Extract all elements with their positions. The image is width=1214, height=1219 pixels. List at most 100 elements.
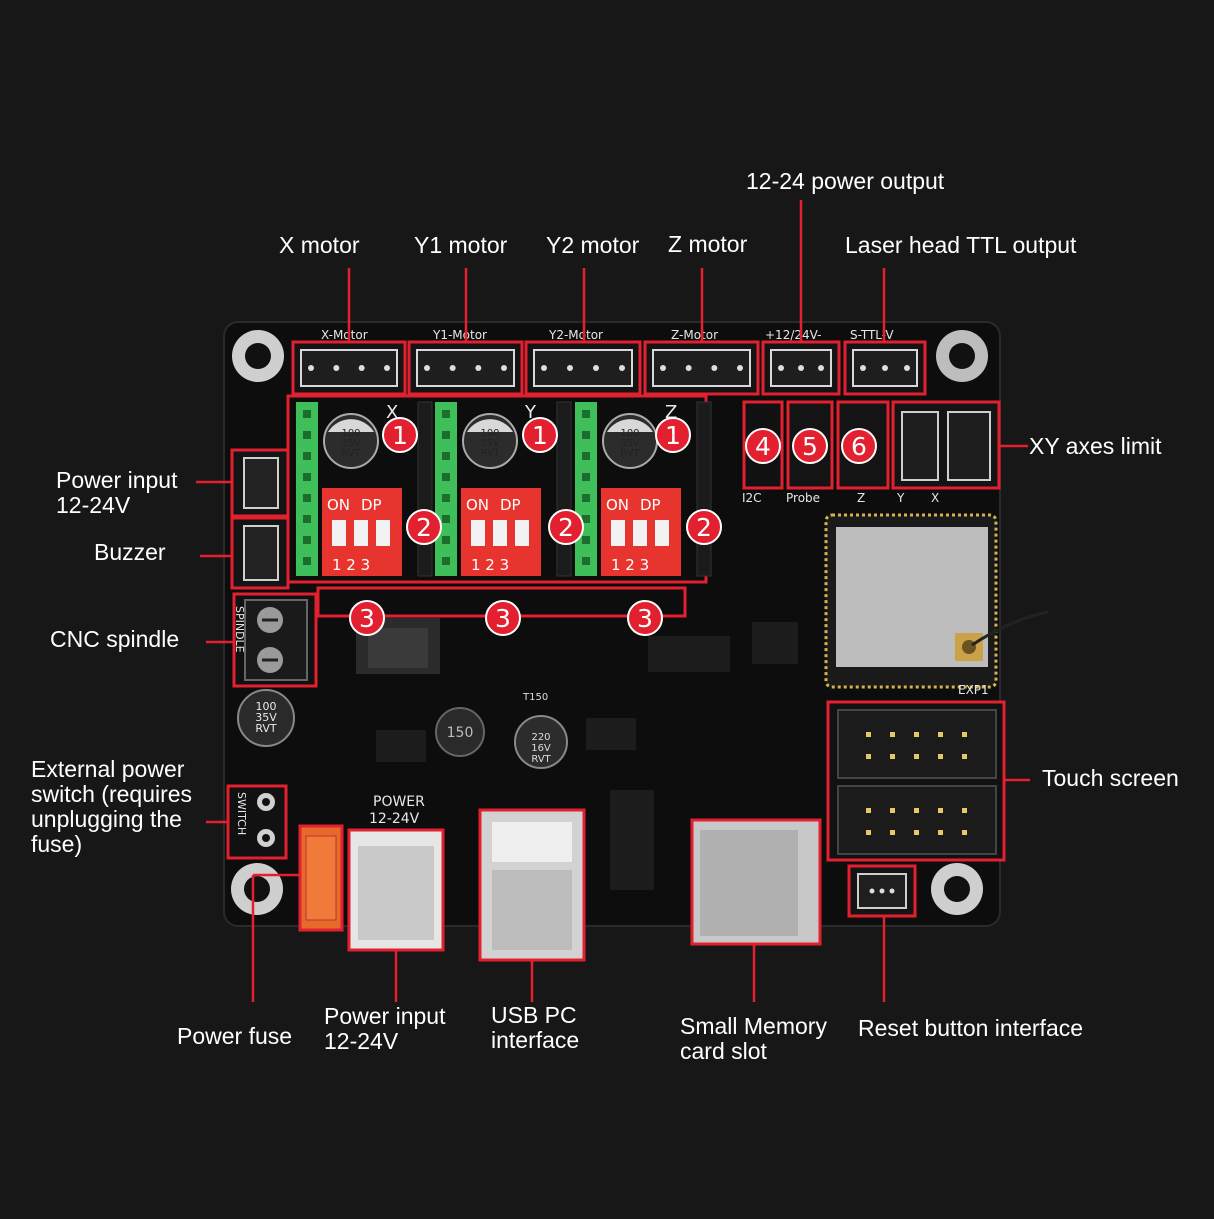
label-x-motor: X motor [279, 232, 360, 258]
label-power-fuse: Power fuse [177, 1023, 293, 1049]
silk-lim-z: Z [857, 491, 865, 505]
z-motor-connector [643, 340, 760, 396]
label-y2-motor: Y2 motor [546, 232, 640, 258]
dip-switch: ON DP 1 2 3 [322, 488, 402, 576]
aux-ports [742, 400, 1001, 490]
svg-text:2: 2 [696, 513, 712, 542]
label-reset-button: Reset button interface [858, 1015, 1084, 1041]
svg-text:6: 6 [851, 432, 867, 461]
svg-text:3: 3 [637, 604, 653, 633]
label-cnc-spindle: CNC spindle [50, 626, 180, 652]
silk-exp1: EXP1 [958, 683, 989, 697]
svg-text:2: 2 [416, 513, 432, 542]
top-connectors [291, 340, 927, 396]
label-touch-screen: Touch screen [1042, 765, 1179, 791]
badge-pins-3: 3 [485, 600, 521, 636]
label-z-motor: Z motor [668, 231, 748, 257]
silk-lim-y: Y [896, 491, 905, 505]
silk-spindle: SPINDLE [233, 606, 246, 653]
wifi-module: EXP1 [824, 513, 1049, 697]
silk-y1-motor: Y1-Motor [432, 328, 487, 342]
mounting-holes [231, 330, 988, 915]
svg-text:1: 1 [532, 421, 548, 450]
label-memory-card: Small Memory card slot [680, 1013, 827, 1064]
badge-dip-2: 2 [548, 509, 584, 545]
badge-driver-1: 1 [382, 417, 418, 453]
svg-text:1 2 3: 1 2 3 [332, 556, 370, 574]
power-output-connector [761, 340, 841, 396]
driver-header-green [435, 402, 457, 576]
badge-port-4: 4 [745, 428, 781, 464]
label-power-input-bottom: Power input 12-24V [324, 1003, 446, 1054]
driver-header-green [575, 402, 597, 576]
y1-motor-connector [407, 340, 524, 396]
silk-lim-x: X [931, 491, 939, 505]
ttl-connector [843, 340, 927, 396]
svg-text:3: 3 [359, 604, 375, 633]
badge-port-6: 6 [841, 428, 877, 464]
svg-text:2: 2 [558, 513, 574, 542]
chips [376, 622, 798, 890]
silk-probe: Probe [786, 491, 820, 505]
svg-text:1: 1 [392, 421, 408, 450]
svg-text:4: 4 [755, 432, 771, 461]
label-xy-limit: XY axes limit [1029, 433, 1162, 459]
label-external-switch: External power switch (requires unpluggi… [31, 756, 193, 857]
callout-lines [196, 200, 1030, 1002]
badge-pins-3: 3 [349, 600, 385, 636]
svg-text:ON: ON [327, 496, 350, 514]
label-power-input-left: Power input 12-24V [56, 467, 178, 518]
svg-text:DP: DP [361, 496, 382, 514]
silk-z-motor: Z-Motor [671, 328, 718, 342]
silk-y2-motor: Y2-Motor [548, 328, 603, 342]
svg-text:5: 5 [802, 432, 818, 461]
svg-text:ON: ON [606, 496, 629, 514]
badge-dip-2: 2 [686, 509, 722, 545]
svg-text:DP: DP [500, 496, 521, 514]
svg-text:1 2 3: 1 2 3 [611, 556, 649, 574]
silk-ttl: S-TTL-V [850, 328, 894, 342]
badge-driver-1: 1 [655, 417, 691, 453]
badge-pins-3: 3 [627, 600, 663, 636]
svg-text:3: 3 [495, 604, 511, 633]
silk-power-out: +12/24V- [765, 328, 821, 342]
label-laser-ttl: Laser head TTL output [845, 232, 1077, 258]
driver-header-green [296, 402, 318, 576]
label-y1-motor: Y1 motor [414, 232, 508, 258]
badge-port-5: 5 [792, 428, 828, 464]
left-ports: SPINDLE SWITCH [226, 448, 318, 860]
svg-text:1 2 3: 1 2 3 [471, 556, 509, 574]
label-usb-pc: USB PC interface [491, 1002, 580, 1053]
label-buzzer: Buzzer [94, 539, 166, 565]
label-power-output: 12-24 power output [746, 168, 945, 194]
silk-axis-y: Y [524, 402, 537, 423]
bottom-ports [298, 808, 917, 962]
badge-dip-2: 2 [406, 509, 442, 545]
silk-i2c: I2C [742, 491, 762, 505]
aux-silkscreen: I2C Probe Z Y X [742, 491, 939, 505]
dip-switch: ON DP 1 2 3 [461, 488, 541, 576]
touch-screen-headers [826, 700, 1006, 862]
badge-driver-1: 1 [522, 417, 558, 453]
svg-text:ON: ON [466, 496, 489, 514]
silk-x-motor: X-Motor [321, 328, 368, 342]
x-motor-connector [291, 340, 407, 396]
silk-power-v: 12-24V [369, 811, 420, 827]
silk-inductor: 150 [447, 725, 474, 741]
silk-power: POWER [373, 794, 425, 810]
number-badges: 1 1 1 2 2 2 3 3 3 4 5 6 [349, 417, 877, 636]
svg-text:1: 1 [665, 421, 681, 450]
y2-motor-connector [524, 340, 642, 396]
silk-t150: T150 [522, 692, 548, 703]
